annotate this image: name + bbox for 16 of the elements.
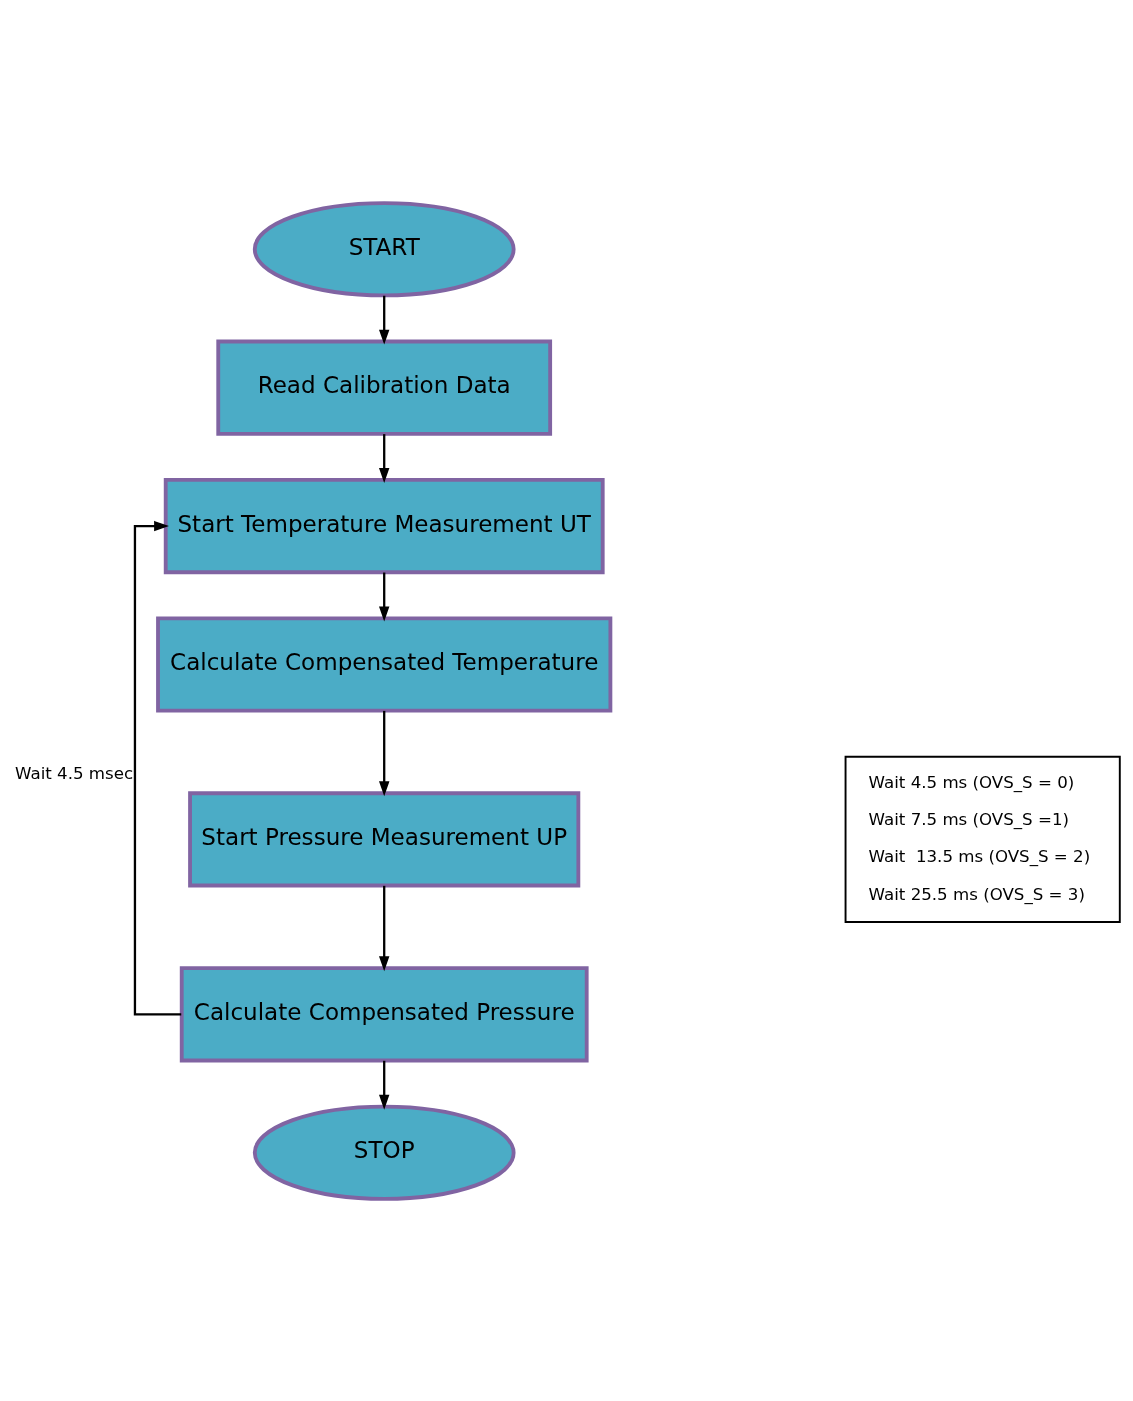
arrow	[379, 1060, 390, 1110]
node-ellipse: START	[252, 200, 516, 297]
node-box: Start Pressure Measurement UP	[188, 790, 581, 887]
node-box: Wait 4.5 ms (OVS_S = 0) Wait 7.5 ms (OVS_S =1) Wait 13.5 ms (OVS_S = 2) Wait 25.5 ms (OVS_S = 3)	[844, 755, 1121, 923]
arrow	[379, 295, 390, 345]
arrow	[133, 520, 182, 1015]
node-box: Start Temperature Measurement UT	[163, 477, 605, 574]
node-box: Calculate Compensated Temperature	[156, 615, 613, 713]
arrow	[379, 572, 390, 621]
arrow	[379, 885, 390, 971]
node-box: Read Calibration Data	[216, 339, 553, 436]
edge-label: Wait 4.5 msec	[15, 763, 134, 783]
arrow	[379, 433, 390, 483]
arrow	[379, 710, 390, 796]
node-box: Calculate Compensated Pressure	[179, 965, 589, 1062]
node-ellipse: STOP	[252, 1104, 516, 1201]
